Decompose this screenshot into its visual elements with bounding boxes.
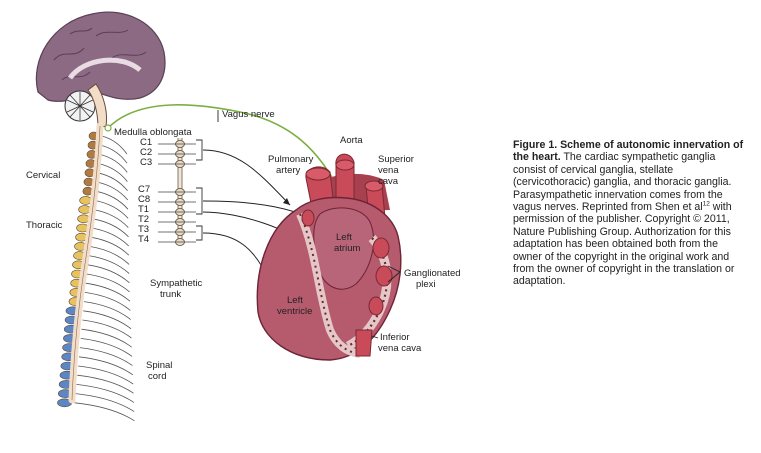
spinal-nerve — [91, 227, 129, 247]
label-sympathetic-trunk-1: Sympathetic — [150, 278, 203, 289]
caption-title: Figure 1. Scheme of autonomic innervatio… — [513, 139, 744, 164]
spinal-nerve — [101, 135, 128, 155]
cerebrum — [35, 11, 166, 102]
label-medulla: Medulla oblongata — [114, 127, 192, 138]
medulla-dot — [104, 124, 112, 132]
heart — [256, 153, 402, 361]
label-c1: C1 — [140, 137, 152, 148]
spinal-nerve — [74, 402, 135, 422]
label-thoracic: Thoracic — [26, 220, 63, 231]
label-svc-3: cava — [378, 176, 399, 187]
spinal-nerve — [94, 200, 129, 219]
caption-text: The cardiac sympathetic ganglia consist … — [513, 151, 732, 214]
corpus-callosum — [67, 57, 142, 80]
label-c3: C3 — [140, 157, 152, 168]
label-t2: T2 — [138, 214, 149, 225]
spinal-nerve — [78, 356, 134, 376]
label-spinal-cord-2: cord — [148, 371, 166, 382]
spinal-cord-outline — [71, 125, 101, 401]
label-left-ventricle-2: ventricle — [277, 306, 312, 317]
spinal-nerve — [84, 301, 131, 320]
label-svc-2: vena — [378, 165, 399, 176]
label-pulmonary-1: Pulmonary — [268, 154, 314, 165]
label-aorta: Aorta — [340, 135, 363, 146]
label-c8: C8 — [138, 194, 150, 205]
label-t4: T4 — [138, 234, 149, 245]
caption-reference: 12 — [702, 200, 710, 208]
label-ivc-1: Inferior — [380, 332, 410, 343]
label-left-atrium-2: atrium — [334, 243, 360, 254]
spinal-nerve — [82, 319, 132, 339]
label-vagus-nerve: Vagus nerve — [222, 109, 275, 120]
label-c7: C7 — [138, 184, 150, 195]
spinal-nerve — [97, 172, 128, 192]
labels: Vagus nerve Medulla oblongata Aorta Pulm… — [26, 109, 461, 382]
brain-gyri — [53, 27, 147, 81]
label-plexi-2: plexi — [416, 279, 436, 290]
figure-caption: Figure 1. Scheme of autonomic innervatio… — [513, 139, 749, 288]
spinal-nerve — [76, 384, 135, 403]
spinal-nerves — [74, 135, 135, 422]
label-left-atrium-1: Left — [336, 232, 352, 243]
label-t1: T1 — [138, 204, 149, 215]
label-ivc-2: vena cava — [378, 343, 422, 354]
spinal-nerve — [90, 236, 130, 256]
spinal-nerve — [79, 347, 133, 366]
spinal-nerve — [75, 393, 135, 412]
label-sympathetic-trunk-2: trunk — [160, 289, 181, 300]
spinal-nerve — [89, 246, 130, 265]
spinal-nerve — [87, 264, 130, 284]
spinal-nerve — [86, 273, 130, 293]
label-cervical: Cervical — [26, 170, 60, 181]
spinal-nerve — [81, 328, 132, 348]
spinal-nerve — [100, 144, 128, 164]
inferior-vena-cava-vessel — [355, 329, 373, 357]
pulmonary-veins — [301, 209, 393, 316]
plexi-leader-lines — [371, 265, 401, 339]
spinal-nerve — [83, 310, 132, 330]
spinal-nerve — [88, 255, 130, 274]
diagram-svg: Vagus nerve Medulla oblongata Aorta Pulm… — [26, 11, 461, 422]
caption-text-continued: with permission of the publisher. Copyri… — [513, 201, 735, 288]
spinal-nerve — [84, 292, 131, 311]
spinal-nerve — [80, 338, 133, 357]
spinal-nerve — [99, 154, 128, 173]
label-c2: C2 — [140, 147, 152, 158]
autonomic-innervation-diagram: Vagus nerve Medulla oblongata Aorta Pulm… — [26, 11, 461, 422]
sympathetic-trunk — [158, 138, 203, 246]
spinal-nerve — [92, 218, 129, 238]
label-t3: T3 — [138, 224, 149, 235]
vagus-nerve — [107, 104, 343, 197]
spinal-nerve — [85, 282, 131, 302]
label-svc-1: Superior — [378, 154, 414, 165]
label-plexi-1: Ganglionated — [404, 268, 461, 279]
cerebellum-folia — [66, 92, 94, 120]
vertebral-column — [57, 131, 100, 408]
label-left-ventricle-1: Left — [287, 295, 303, 306]
spinal-nerve — [96, 181, 129, 201]
label-pulmonary-2: artery — [276, 165, 301, 176]
spinal-nerve — [95, 190, 129, 210]
spinal-nerve — [93, 209, 129, 228]
spinal-nerve — [78, 365, 134, 385]
spinal-nerve — [98, 163, 128, 182]
spinal-nerve — [77, 374, 134, 394]
label-spinal-cord-1: Spinal — [146, 360, 172, 371]
heart-groove-ganglia — [299, 213, 361, 355]
brain — [35, 11, 166, 129]
